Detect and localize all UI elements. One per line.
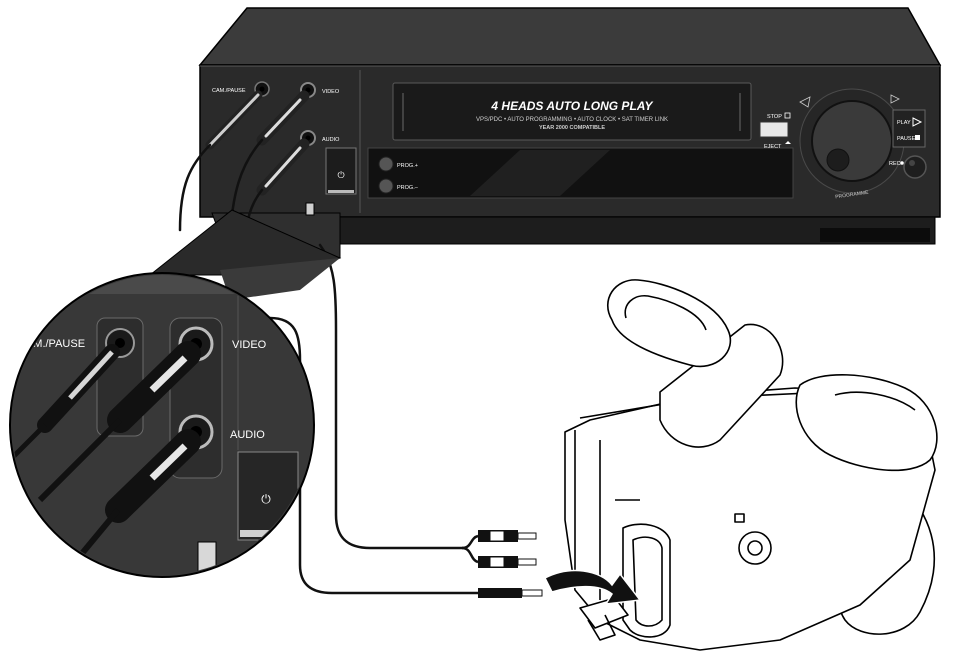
jog-dial[interactable] bbox=[811, 100, 893, 182]
play-icon[interactable] bbox=[912, 117, 923, 127]
vcr-video-label: VIDEO bbox=[322, 89, 340, 95]
insert-arrow-icon bbox=[543, 569, 642, 605]
camcorder-lens-barrel bbox=[795, 374, 938, 472]
prog-minus-label: PROG.– bbox=[397, 185, 419, 191]
rec-button[interactable] bbox=[903, 155, 927, 179]
y2k-line-text: YEAR 2000 COMPATIBLE bbox=[539, 125, 605, 131]
vcr-audio-label: AUDIO bbox=[322, 137, 340, 143]
power-symbol-text: ⏻ bbox=[337, 170, 344, 180]
inset-power-symbol: ⏻ bbox=[261, 492, 271, 506]
pause-icon[interactable] bbox=[915, 135, 920, 140]
rec-label: REC bbox=[889, 161, 901, 167]
eject-label: EJECT bbox=[764, 144, 782, 150]
prog-minus-button[interactable] bbox=[378, 178, 394, 194]
insert-arrow bbox=[543, 569, 642, 605]
vcr-top-panel bbox=[198, 7, 942, 66]
camcorder-viewfinder bbox=[659, 323, 784, 448]
power-button[interactable] bbox=[325, 147, 357, 195]
vcr-unit: 4 HEADS AUTO LONG PLAY VPS/PDC • AUTO PR… bbox=[198, 7, 942, 269]
video-audio-cable bbox=[318, 243, 464, 550]
prog-plus-label: PROG.+ bbox=[397, 163, 418, 169]
camcorder-side-door[interactable] bbox=[622, 523, 671, 638]
pause-label: PAUSE bbox=[897, 136, 916, 142]
features-line-text: VPS/PDC • AUTO PROGRAMMING • AUTO CLOCK … bbox=[476, 117, 668, 123]
camcorder-eyecup bbox=[606, 279, 731, 368]
inset-video-label: VIDEO bbox=[232, 339, 267, 351]
cam-pause-jack-plug bbox=[478, 588, 522, 598]
camcorder bbox=[564, 279, 938, 651]
inset-cam-pause-label: CAM./PAUSE bbox=[18, 338, 85, 350]
stop-eject-button[interactable] bbox=[759, 121, 789, 138]
stop-label: STOP bbox=[767, 114, 782, 120]
magnified-inset: CAM./PAUSE VIDEO AUDIO ⏻ bbox=[9, 209, 342, 578]
vcr-cam-pause-label: CAM./PAUSE bbox=[212, 88, 246, 94]
prog-plus-button[interactable] bbox=[378, 156, 394, 172]
play-pause-panel bbox=[892, 109, 926, 148]
cassette-door[interactable] bbox=[392, 82, 752, 141]
cassette-title-text: 4 HEADS AUTO LONG PLAY bbox=[490, 99, 653, 113]
inset-audio-label: AUDIO bbox=[230, 429, 265, 441]
cable-plugs bbox=[461, 530, 543, 598]
programme-label: PROGRAMME bbox=[835, 190, 870, 201]
play-label: PLAY bbox=[897, 120, 911, 126]
